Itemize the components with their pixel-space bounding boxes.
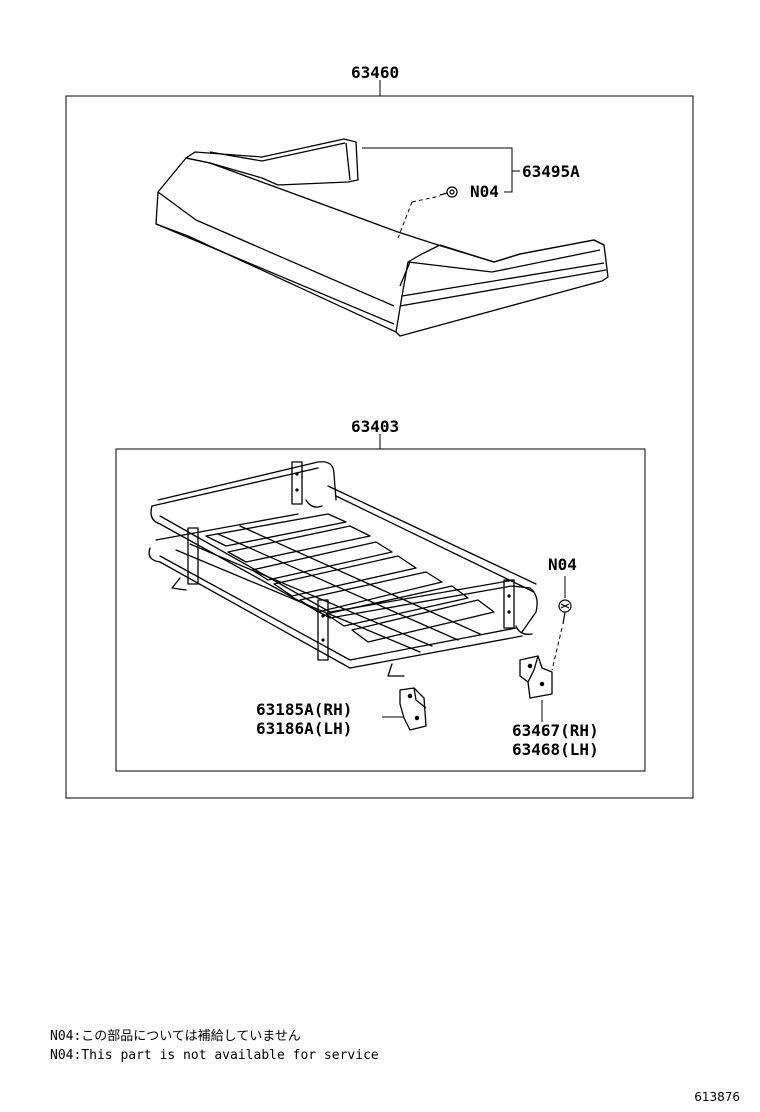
label-63460: 63460 (351, 63, 399, 82)
roof-cover-illustration (155, 138, 609, 337)
roof-rack-illustration (148, 461, 538, 677)
label-n04-right: N04 (548, 555, 577, 574)
label-63495A: 63495A (522, 162, 580, 181)
label-63186A: 63186A(LH) (256, 719, 352, 738)
label-n04-top: N04 (470, 182, 499, 201)
clip-n04-top (439, 186, 458, 198)
label-63467: 63467(RH) (512, 721, 599, 740)
rack-bolts (295, 472, 511, 642)
front-bracket (399, 687, 427, 731)
note-japanese: N04:この部品については補給していません (50, 1029, 301, 1044)
clip-dashed-guide-2 (411, 195, 441, 203)
label-63403: 63403 (351, 417, 399, 436)
bolt-dashed-guide (551, 627, 563, 671)
label-63468: 63468(LH) (512, 740, 599, 759)
note-english: N04:This part is not available for servi… (50, 1048, 379, 1063)
diagram-code: 613876 (694, 1090, 740, 1104)
bolt-n04-right (558, 599, 572, 625)
rear-bracket (519, 655, 553, 699)
label-63185A: 63185A(RH) (256, 700, 352, 719)
cover-part-leader (362, 147, 520, 193)
